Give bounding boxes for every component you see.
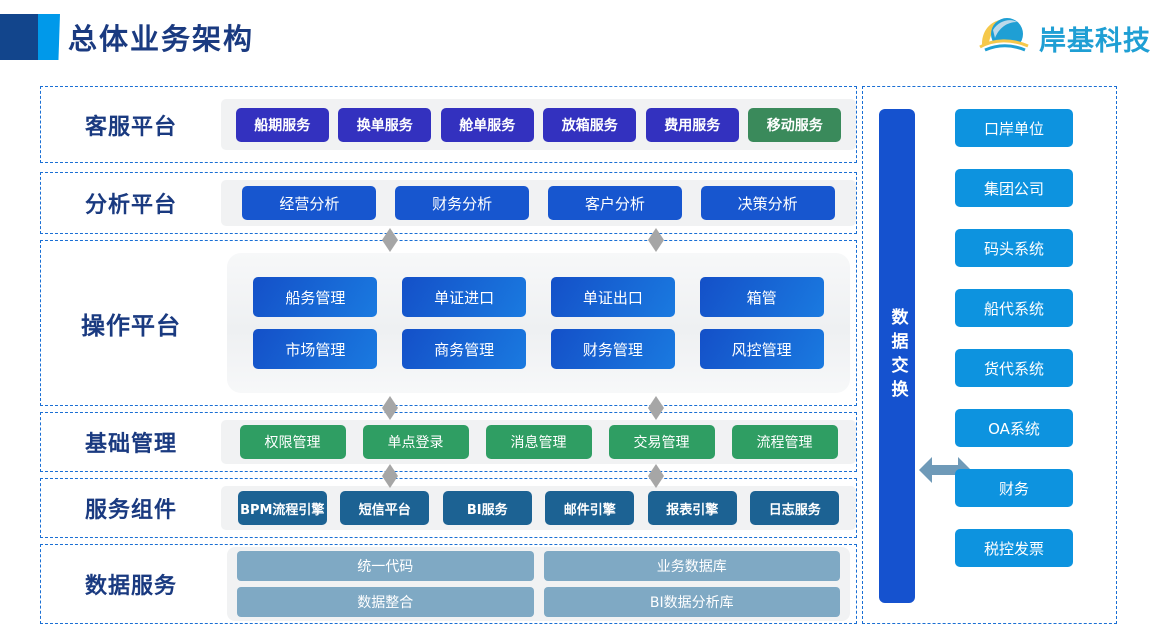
header-accent-light	[38, 14, 60, 60]
data-row-2: 数据整合 BI数据分析库	[237, 587, 840, 617]
section-label-service-components: 服务组件	[84, 498, 177, 523]
section-label-base-management: 基础管理	[84, 432, 177, 457]
chip-jingying-fenxi[interactable]: 经营分析	[242, 186, 377, 220]
section-body-data-services: 统一代码 业务数据库 数据整合 BI数据分析库	[221, 545, 856, 623]
connector-arrow-analysis-left	[382, 228, 398, 252]
data-exchange-label: 数据交换	[887, 308, 908, 404]
chip-cangdan-fuwu[interactable]: 舱单服务	[440, 107, 534, 142]
chip-yidong-fuwu[interactable]: 移动服务	[748, 107, 842, 142]
section-base-management: 基础管理 权限管理 单点登录 消息管理 交易管理 流程管理	[40, 412, 857, 472]
operation-row-1: 船务管理 单证进口 单证出口 箱管	[241, 277, 836, 317]
chip-bi-fuwu[interactable]: BI服务	[442, 491, 532, 525]
arrow-tip-left	[919, 457, 932, 483]
section-data-services: 数据服务 统一代码 业务数据库 数据整合 BI数据分析库	[40, 544, 857, 624]
section-operation-platform: 操作平台 船务管理 单证进口 单证出口 箱管 市场管理 商务管理 财务管理 风控…	[40, 240, 857, 406]
section-label-analysis-platform: 分析平台	[84, 193, 177, 218]
ext-chip-matou-xitong[interactable]: 码头系统	[955, 229, 1073, 267]
brand-name: 岸基科技	[1039, 25, 1151, 57]
chip-bpm-liucheng-yinqing[interactable]: BPM流程引擎	[237, 491, 327, 525]
external-systems-list: 口岸单位 集团公司 码头系统 船代系统 货代系统 OA系统 财务 税控发票	[955, 109, 1100, 567]
chip-rizhi-fuwu[interactable]: 日志服务	[750, 491, 840, 525]
arrow-shaft	[930, 465, 960, 475]
chip-yewu-shujuku[interactable]: 业务数据库	[543, 551, 840, 581]
chip-liucheng-guanli[interactable]: 流程管理	[731, 425, 838, 459]
chip-strip-base: 权限管理 单点登录 消息管理 交易管理 流程管理	[221, 420, 856, 464]
connector-arrow-service-right	[648, 464, 664, 488]
chip-danzheng-jinkou[interactable]: 单证进口	[402, 277, 527, 317]
section-body-operation-platform: 船务管理 单证进口 单证出口 箱管 市场管理 商务管理 财务管理 风控管理	[221, 241, 856, 405]
connector-arrow-analysis-right	[648, 228, 664, 252]
chip-duanxin-pingtai[interactable]: 短信平台	[340, 491, 430, 525]
connector-arrow-service-left	[382, 464, 398, 488]
chip-strip-customer-service: 船期服务 换单服务 舱单服务 放箱服务 费用服务 移动服务	[221, 99, 856, 150]
section-body-analysis-platform: 经营分析 财务分析 客户分析 决策分析	[221, 173, 856, 233]
connector-arrow-base-left	[382, 396, 398, 420]
chip-jiaoyi-guanli[interactable]: 交易管理	[608, 425, 715, 459]
chip-shuju-zhenghe[interactable]: 数据整合	[237, 587, 534, 617]
wave-circle-logo-icon	[977, 14, 1033, 62]
chip-chuanqi-fuwu[interactable]: 船期服务	[235, 107, 329, 142]
section-label-data-services: 数据服务	[84, 574, 177, 599]
page-title: 总体业务架构	[68, 22, 255, 56]
section-label-customer-service: 客服平台	[84, 114, 177, 140]
ext-chip-chuandai-xitong[interactable]: 船代系统	[955, 289, 1073, 327]
chip-dandian-denglu[interactable]: 单点登录	[362, 425, 469, 459]
section-body-service-components: BPM流程引擎 短信平台 BI服务 邮件引擎 报表引擎 日志服务	[221, 479, 856, 537]
chip-kehu-fenxi[interactable]: 客户分析	[547, 186, 682, 220]
ext-chip-oa-xitong[interactable]: OA系统	[955, 409, 1073, 447]
chip-youjian-yinqing[interactable]: 邮件引擎	[545, 491, 635, 525]
chip-strip-service: BPM流程引擎 短信平台 BI服务 邮件引擎 报表引擎 日志服务	[221, 486, 856, 530]
section-customer-service: 客服平台 船期服务 换单服务 舱单服务 放箱服务 费用服务 移动服务	[40, 86, 857, 163]
chip-fangxiang-fuwu[interactable]: 放箱服务	[543, 107, 637, 142]
connector-arrow-base-right	[648, 396, 664, 420]
chip-feiyong-fuwu[interactable]: 费用服务	[645, 107, 739, 142]
chip-tongyi-daima[interactable]: 统一代码	[237, 551, 534, 581]
section-analysis-platform: 分析平台 经营分析 财务分析 客户分析 决策分析	[40, 172, 857, 234]
chip-huandan-fuwu[interactable]: 换单服务	[338, 107, 432, 142]
section-body-customer-service: 船期服务 换单服务 舱单服务 放箱服务 费用服务 移动服务	[221, 87, 856, 162]
chip-danzheng-chukou[interactable]: 单证出口	[550, 277, 675, 317]
section-service-components: 服务组件 BPM流程引擎 短信平台 BI服务 邮件引擎 报表引擎 日志服务	[40, 478, 857, 538]
chip-caiwu-guanli[interactable]: 财务管理	[550, 329, 675, 369]
chip-bi-shuju-fenxiku[interactable]: BI数据分析库	[543, 587, 840, 617]
chip-juece-fenxi[interactable]: 决策分析	[700, 186, 835, 220]
chip-caiwu-fenxi[interactable]: 财务分析	[395, 186, 530, 220]
ext-chip-huodai-xitong[interactable]: 货代系统	[955, 349, 1073, 387]
data-exchange-bar[interactable]: 数据交换	[879, 109, 915, 603]
data-panel: 统一代码 业务数据库 数据整合 BI数据分析库	[227, 547, 850, 621]
chip-chuanwu-guanli[interactable]: 船务管理	[253, 277, 378, 317]
chip-shichang-guanli[interactable]: 市场管理	[253, 329, 378, 369]
chip-baobiao-yinqing[interactable]: 报表引擎	[647, 491, 737, 525]
ext-chip-shuikong-fapiao[interactable]: 税控发票	[955, 529, 1073, 567]
operation-panel: 船务管理 单证进口 单证出口 箱管 市场管理 商务管理 财务管理 风控管理	[227, 253, 850, 393]
chip-quanxian-guanli[interactable]: 权限管理	[239, 425, 346, 459]
chip-strip-analysis: 经营分析 财务分析 客户分析 决策分析	[221, 180, 856, 226]
external-systems-panel: 数据交换 口岸单位 集团公司 码头系统 船代系统 货代系统 OA系统 财务 税控…	[862, 86, 1117, 624]
data-row-1: 统一代码 业务数据库	[237, 551, 840, 581]
operation-row-2: 市场管理 商务管理 财务管理 风控管理	[241, 329, 836, 369]
chip-xiangguan[interactable]: 箱管	[699, 277, 824, 317]
section-body-base-management: 权限管理 单点登录 消息管理 交易管理 流程管理	[221, 413, 856, 471]
platform-stack: 客服平台 船期服务 换单服务 舱单服务 放箱服务 费用服务 移动服务 分析平台 …	[40, 86, 857, 624]
chip-shangwu-guanli[interactable]: 商务管理	[402, 329, 527, 369]
ext-chip-kouan-danwei[interactable]: 口岸单位	[955, 109, 1073, 147]
page-header: 总体业务架构 岸基科技	[0, 0, 1157, 74]
chip-fengkong-guanli[interactable]: 风控管理	[699, 329, 824, 369]
architecture-diagram: 客服平台 船期服务 换单服务 舱单服务 放箱服务 费用服务 移动服务 分析平台 …	[40, 86, 1117, 624]
chip-xiaoxi-guanli[interactable]: 消息管理	[485, 425, 592, 459]
header-accent-dark	[0, 14, 38, 60]
section-label-operation-platform: 操作平台	[81, 311, 181, 340]
ext-chip-jituan-gongsi[interactable]: 集团公司	[955, 169, 1073, 207]
brand-logo: 岸基科技	[977, 14, 1151, 62]
header-accent-mark	[0, 14, 60, 60]
ext-chip-caiwu[interactable]: 财务	[955, 469, 1073, 507]
